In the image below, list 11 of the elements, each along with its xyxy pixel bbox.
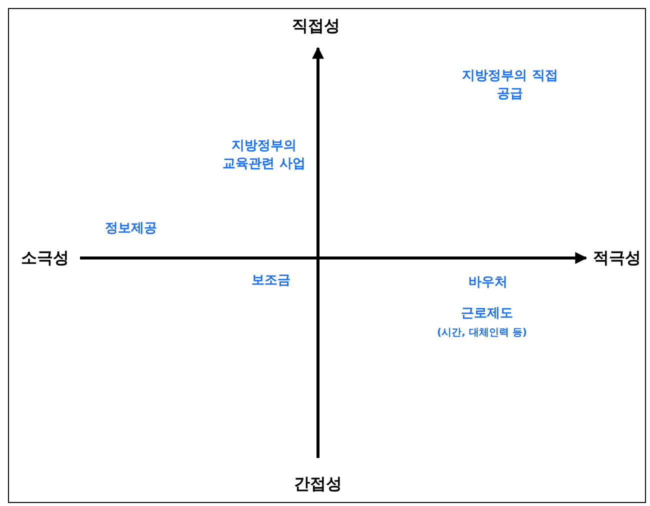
axis-label: 직접성 (292, 15, 340, 37)
note-text: (시간, 대체인력 등) (437, 326, 527, 340)
axis-label: 소극성 (21, 247, 69, 269)
quadrant-label: 보조금 (250, 272, 292, 290)
axis-label: 적극성 (593, 247, 641, 269)
quadrant-label: 바우처 (468, 274, 508, 292)
quadrant-label: 근로제도 (460, 305, 514, 323)
axis-label: 간접성 (294, 473, 342, 495)
quadrant-label: 지방정부의 직접 공급 (461, 67, 559, 103)
quadrant-label: 정보제공 (104, 220, 158, 238)
quadrant-label: 지방정부의 교육관련 사업 (222, 137, 306, 173)
